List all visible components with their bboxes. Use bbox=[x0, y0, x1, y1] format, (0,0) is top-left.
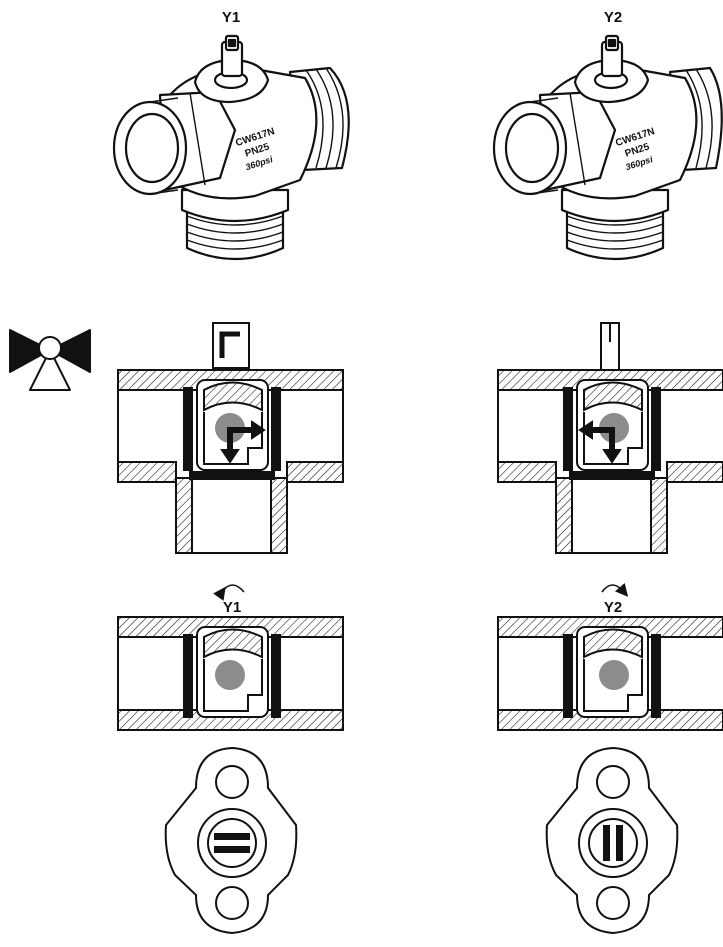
valve-3d-right: CW617N PN25 360psi bbox=[492, 34, 723, 261]
rotation-right-label: Y2 bbox=[604, 599, 622, 616]
rotate-clockwise-icon bbox=[601, 582, 629, 597]
valve-right-label: Y2 bbox=[604, 9, 622, 26]
ball-indicator-2way-right bbox=[599, 660, 629, 690]
flange-top-view-right bbox=[545, 746, 679, 935]
section-3way-right bbox=[497, 322, 723, 554]
ball-indicator-2way-left bbox=[215, 660, 245, 690]
section-2way-left bbox=[117, 616, 344, 731]
rotation-left-label: Y1 bbox=[223, 599, 241, 616]
section-3way-left bbox=[117, 322, 344, 554]
three-way-valve-symbol-icon bbox=[9, 329, 91, 391]
valve-left-label: Y1 bbox=[222, 9, 240, 26]
flange-top-view-left bbox=[164, 746, 298, 935]
section-2way-right bbox=[497, 616, 723, 731]
rotate-counterclockwise-icon bbox=[213, 584, 245, 601]
valve-3d-left: CW617N PN25 360psi bbox=[112, 34, 350, 261]
